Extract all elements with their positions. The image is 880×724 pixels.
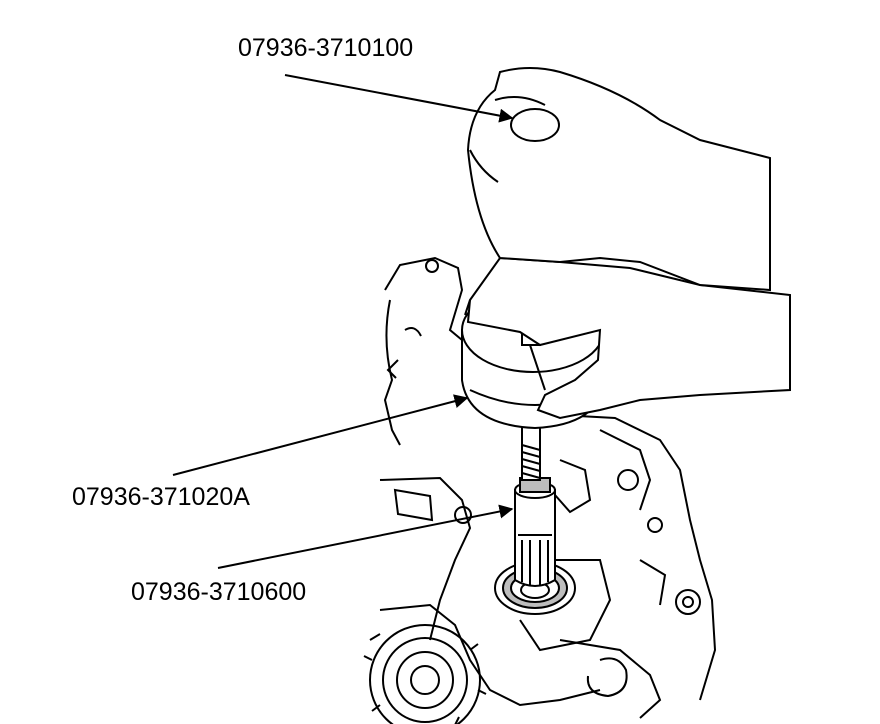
differential-gear: [363, 624, 487, 724]
leader-lines: [172, 74, 514, 569]
leader-middle: [172, 394, 469, 476]
leader-bottom: [217, 504, 514, 569]
upper-hand: [466, 67, 771, 292]
leader-top: [284, 74, 514, 123]
part-number-attachment: 07936-3710600: [131, 578, 307, 606]
transmission-case: [379, 256, 717, 719]
collet-attachment: [514, 477, 556, 587]
part-number-handle: 07936-3710100: [238, 34, 414, 62]
lower-hand: [464, 256, 791, 420]
part-number-weight: 07936-371020A: [72, 483, 250, 511]
